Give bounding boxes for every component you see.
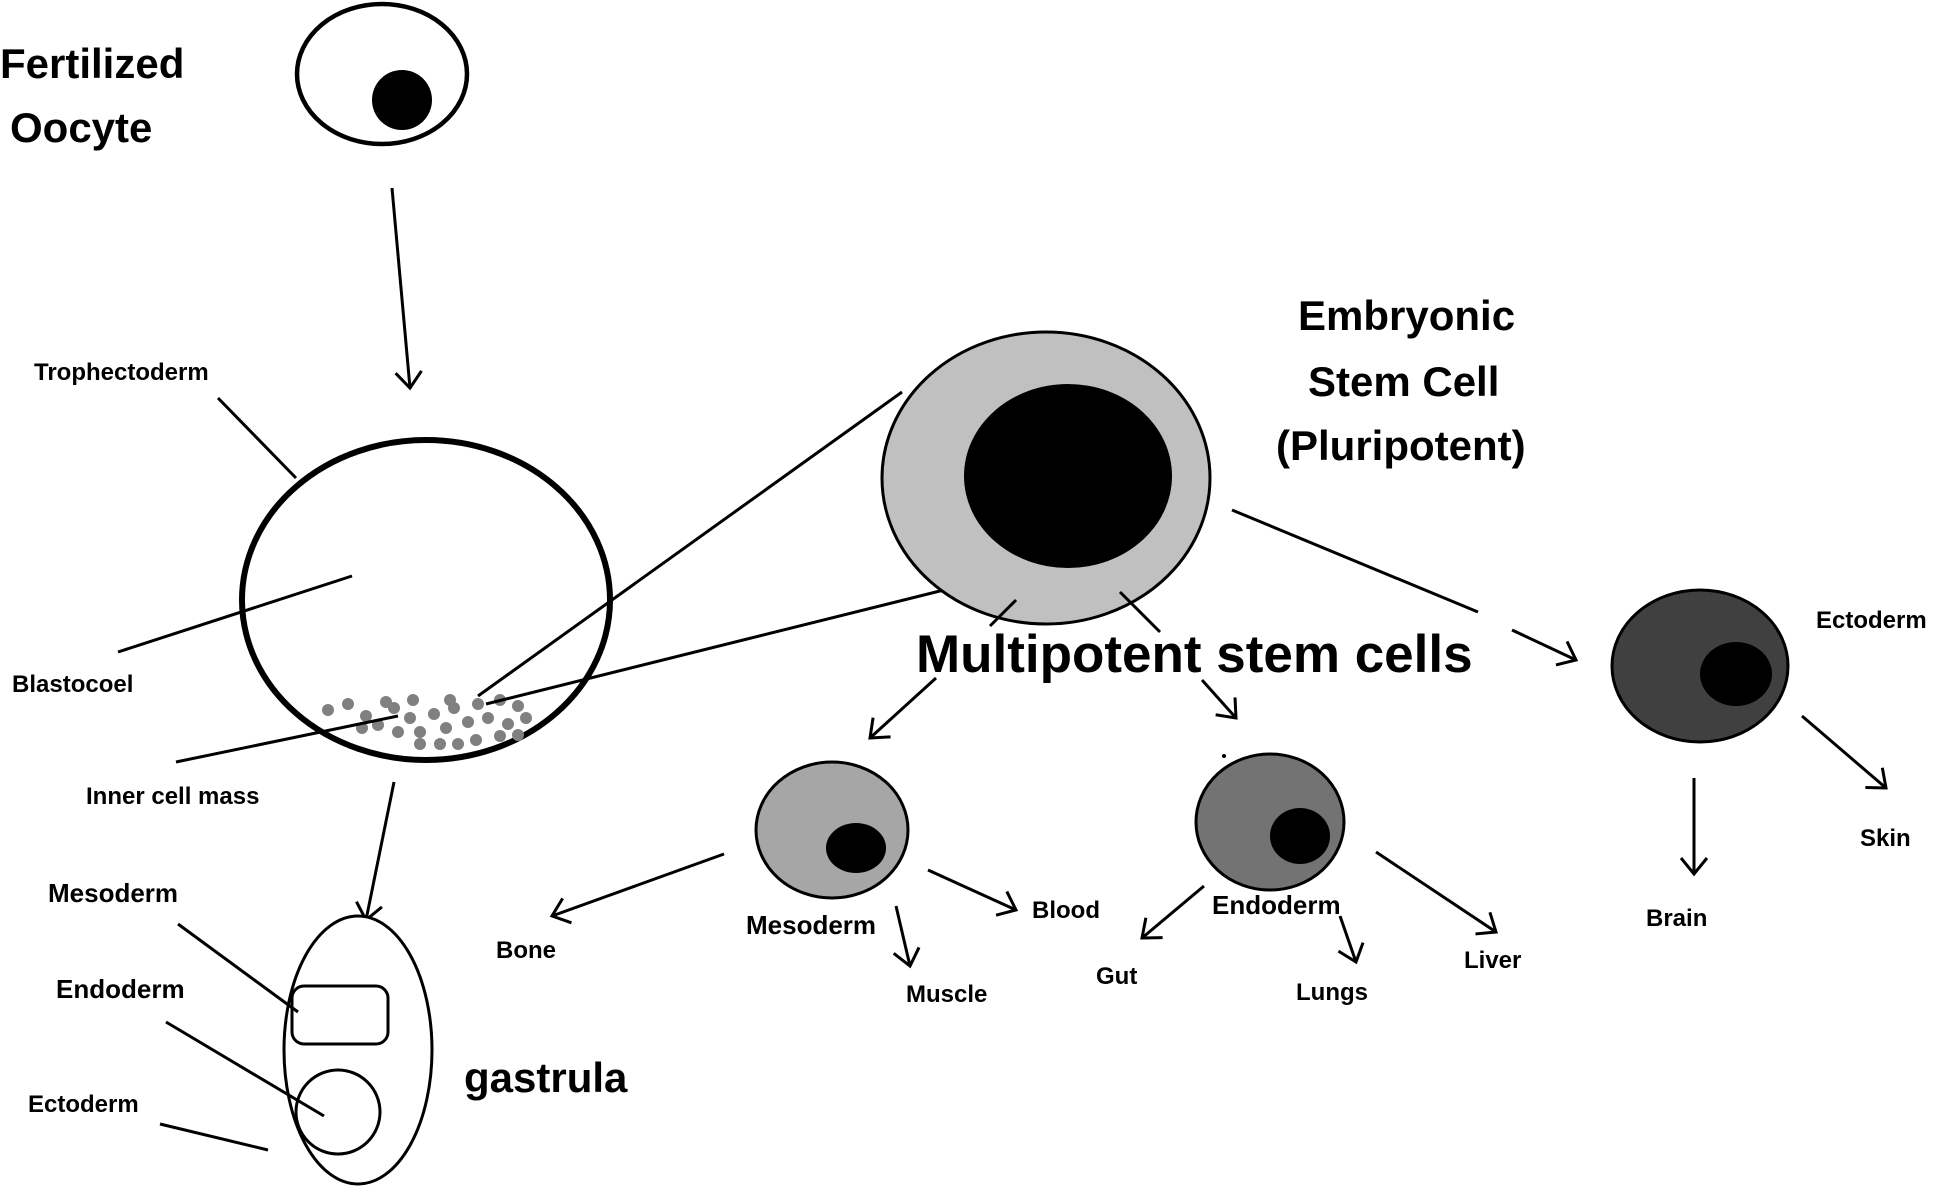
mesoderm-cell [754,760,910,900]
mesoderm-cell-label: Mesoderm [746,910,876,940]
esc-to-mesoderm-arrow-upper [988,598,1018,628]
inner-cell-mass-dots [322,694,532,750]
liver-label: Liver [1464,947,1521,974]
mesoderm-to-bone-arrow [549,852,725,925]
gastrula [282,914,434,1186]
muscle-label: Muscle [906,981,987,1008]
inner-cell-mass-pointer [175,714,399,764]
blastocyst-to-gastrula-arrow [355,781,396,923]
esc-to-mesoderm-arrow [868,676,938,740]
ectoderm-to-skin-arrow [1801,714,1888,790]
esc-to-ectoderm-arrow [1511,628,1579,667]
gastrula-endoderm-shape [294,1068,382,1156]
blastocoel-label: Blastocoel [12,671,133,698]
fertilized-oocyte [294,1,470,147]
esc-to-endoderm-arrow [1200,678,1238,720]
gastrula-ectoderm-label: Ectoderm [28,1091,139,1118]
multipotent-stem-cells-label: Multipotent stem cells [916,625,1473,684]
ectoderm-cell [1610,588,1790,744]
ectoderm-cell-label: Ectoderm [1816,607,1927,634]
endoderm-cell [1194,752,1346,892]
endoderm-to-lungs-arrow [1337,915,1365,965]
mesoderm-to-muscle-arrow [892,905,921,969]
gut-label: Gut [1096,963,1137,990]
brain-label: Brain [1646,905,1707,932]
gastrula-mesoderm-shape [290,984,390,1046]
gastrula-mesoderm-pointer [177,922,299,1014]
blood-label: Blood [1032,897,1100,924]
endoderm-to-gut-arrow [1140,884,1205,940]
esc-to-endoderm-arrow-upper [1118,590,1162,634]
oocyte-to-blastocyst-arrow [390,187,423,391]
gastrula-endoderm-pointer [165,1020,325,1118]
zoom-line-upper [477,390,903,698]
embryonic-stem-cell-label: Embryonic Stem Cell (Pluripotent) [1276,292,1527,469]
embryonic-stem-cell [880,330,1212,626]
gastrula-ectoderm-pointer [159,1122,269,1152]
trophectoderm-label: Trophectoderm [34,359,209,386]
mesoderm-to-blood-arrow [927,868,1019,917]
gastrula-mesoderm-label: Mesoderm [48,878,178,908]
zoom-line-lower [485,580,977,706]
trophectoderm-pointer [216,396,298,480]
esc-to-ectoderm-line [1231,508,1479,614]
gastrula-title: gastrula [464,1054,628,1101]
endoderm-to-liver-arrow [1375,850,1498,936]
lungs-label: Lungs [1296,979,1368,1006]
gastrula-endoderm-label: Endoderm [56,974,185,1004]
blastocoel-pointer [117,574,353,654]
bone-label: Bone [496,937,556,964]
endoderm-cell-label: Endoderm [1212,890,1341,920]
inner-cell-mass-label: Inner cell mass [86,783,259,810]
skin-label: Skin [1860,825,1911,852]
fertilized-oocyte-label: Fertilized Oocyte [0,40,196,151]
blastocyst [239,437,613,763]
